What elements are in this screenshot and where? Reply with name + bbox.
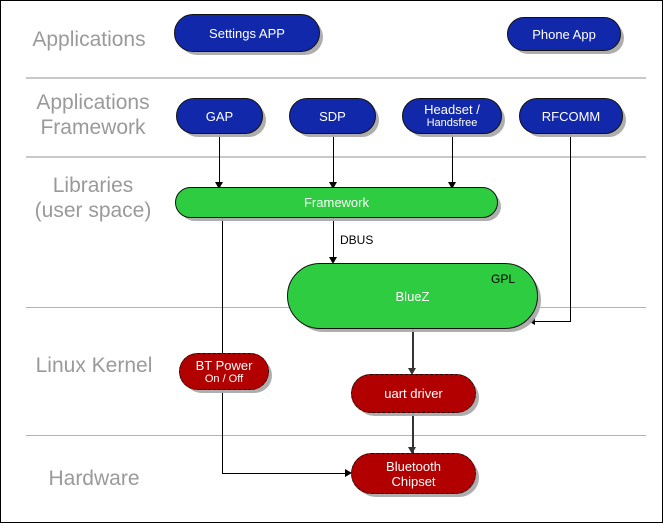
edge-headset-to-framework [452, 134, 453, 185]
node-headset-handsfree[interactable]: Headset / Handsfree [402, 98, 502, 134]
node-bluez-license-tag: GPL [490, 272, 515, 286]
node-uart-driver-label: uart driver [384, 386, 443, 401]
arrowhead-gap-to-framework [215, 182, 223, 189]
divider-applications-bottom [26, 77, 646, 79]
edge-uart-to-chipset [412, 412, 414, 453]
node-bt-power[interactable]: BT Power On / Off [179, 353, 269, 390]
node-settings-app[interactable]: Settings APP [174, 14, 320, 52]
arrowhead-sdp-to-framework [329, 182, 337, 189]
layer-label-libraries: Libraries (user space) [34, 174, 152, 222]
edge-rfcomm-horizontal [535, 321, 571, 322]
node-phone-app[interactable]: Phone App [507, 17, 621, 51]
node-settings-app-label: Settings APP [209, 25, 285, 41]
node-rfcomm[interactable]: RFCOMM [519, 98, 623, 134]
node-framework[interactable]: Framework [175, 187, 498, 218]
node-bluetooth-chipset-label-line1: Bluetooth [386, 458, 441, 474]
layer-label-applications-framework: Applications Framework [36, 91, 150, 139]
node-sdp[interactable]: SDP [289, 98, 376, 134]
edge-label-dbus: DBUS [340, 233, 374, 247]
node-headset-handsfree-label-line2: Handsfree [426, 117, 478, 129]
arrowhead-rfcomm-to-bluez [528, 317, 535, 325]
node-rfcomm-label: RFCOMM [541, 108, 601, 124]
node-bt-power-label-line1: BT Power [195, 357, 253, 373]
edge-gap-to-framework [219, 134, 220, 185]
edge-rfcomm-vertical [570, 134, 571, 322]
arrowhead-uart-to-chipset [408, 447, 416, 454]
node-headset-handsfree-label-line1: Headset / [424, 102, 480, 117]
node-gap[interactable]: GAP [176, 98, 263, 134]
divider-kernel-bottom [26, 435, 646, 436]
layer-label-applications: Applications [32, 28, 146, 51]
layer-label-hardware: Hardware [48, 467, 140, 490]
node-gap-label: GAP [205, 108, 234, 124]
node-uart-driver[interactable]: uart driver [351, 374, 476, 413]
node-sdp-label: SDP [319, 108, 346, 124]
node-phone-app-label: Phone App [532, 26, 596, 42]
layer-label-linux-kernel: Linux Kernel [35, 354, 153, 377]
arrowhead-framework-to-chipset [345, 469, 352, 477]
arrowhead-headset-to-framework [448, 182, 456, 189]
edge-framework-to-chipset-vertical [222, 217, 223, 474]
edge-sdp-to-framework [333, 134, 334, 185]
edge-bluez-to-uart [412, 329, 414, 371]
node-bluez-label: BlueZ [395, 288, 430, 304]
divider-framework-bottom [26, 156, 646, 158]
arrowhead-framework-to-bluez [329, 257, 337, 264]
edge-framework-to-bluez [333, 217, 334, 261]
node-bluetooth-chipset-label-line2: Chipset [391, 473, 436, 489]
node-bluetooth-chipset[interactable]: Bluetooth Chipset [351, 453, 476, 494]
node-bluez[interactable]: GPL BlueZ [287, 263, 538, 329]
edge-framework-to-chipset-horizontal [222, 473, 346, 474]
node-bt-power-label-line2: On / Off [204, 372, 244, 385]
arrowhead-bluez-to-uart [408, 368, 416, 375]
node-framework-label: Framework [303, 195, 369, 210]
